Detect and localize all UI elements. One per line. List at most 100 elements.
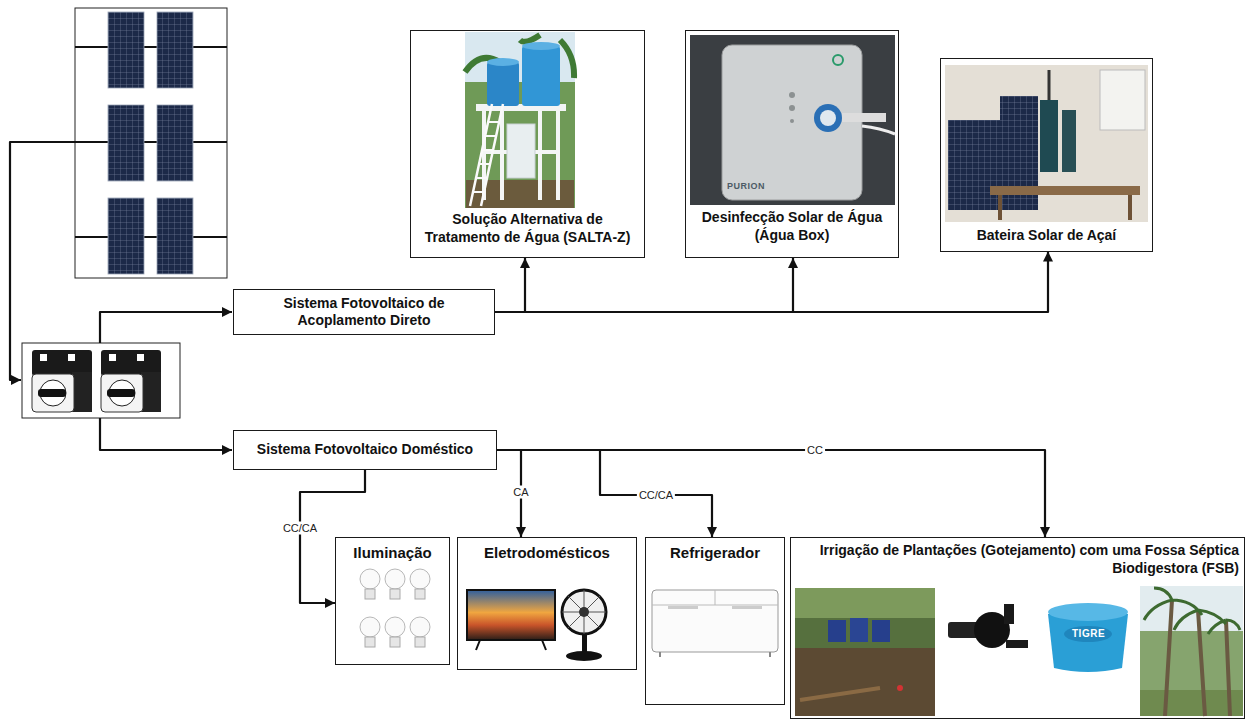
rotary-switch-box	[141, 372, 161, 412]
appliance-icons	[562, 590, 606, 634]
water-pump-icon	[948, 604, 1028, 648]
connector-arrow	[497, 450, 712, 537]
light-bulb-icons	[360, 569, 380, 589]
appliance-icons	[467, 590, 606, 661]
edge-label: CC	[805, 444, 825, 457]
water-disinfection-photo	[842, 113, 886, 122]
acai-machine-photo	[1040, 100, 1058, 172]
water-disinfection-photo	[690, 35, 895, 205]
solar-panel-array	[75, 8, 227, 278]
light-bulb-icons	[390, 589, 400, 599]
solar-panel-array	[75, 47, 227, 237]
acai-machine-photo	[945, 65, 1148, 222]
node-label: Sistema Fotovoltaico de Acoplamento Dire…	[239, 295, 489, 330]
water-tower-photo	[465, 32, 575, 208]
light-bulb-icons	[365, 589, 375, 599]
freezer-icon	[652, 590, 778, 657]
connector-arrow	[495, 258, 525, 312]
solution-box: Bateira Solar de Açaí	[940, 58, 1153, 252]
power-wire	[10, 142, 75, 380]
solar-panel-array	[108, 198, 144, 274]
water-tower-photo	[487, 62, 519, 106]
power-wire	[100, 312, 232, 343]
water-tower-photo	[484, 110, 558, 200]
connector-arrow	[495, 252, 1048, 313]
load-box: Irrigação de Plantações (Gotejamento) co…	[790, 537, 1245, 719]
water-disinfection-photo	[789, 92, 795, 98]
freezer-icon	[652, 590, 778, 652]
biodigester-photo	[795, 588, 935, 618]
biodigester-photo	[897, 685, 903, 691]
solar-panel-array	[75, 8, 227, 278]
connector-arrow	[495, 258, 793, 312]
rotary-switch-box	[40, 354, 47, 361]
water-disinfection-photo	[814, 104, 842, 132]
biodigester-photo	[850, 618, 868, 642]
appliance-icons	[562, 590, 606, 634]
water-pump-icon	[1006, 640, 1028, 648]
edge-label: CC/CA	[281, 522, 319, 535]
light-bulb-icons	[385, 569, 405, 589]
rotary-switch-box	[32, 374, 74, 412]
water-tank-icon	[1048, 614, 1128, 672]
light-bulb-icons	[360, 617, 380, 637]
node-label: Bateira Solar de Açaí	[946, 227, 1147, 245]
biodigester-photo	[800, 688, 880, 700]
solar-panel-array	[157, 198, 193, 274]
solar-panel-array	[157, 12, 193, 88]
light-bulb-icons	[365, 637, 375, 647]
rotary-switch-box	[101, 374, 143, 412]
water-disinfection-photo	[722, 45, 862, 200]
water-disinfection-photo	[862, 126, 895, 134]
light-bulb-icons	[385, 617, 405, 637]
water-disinfection-photo	[820, 110, 836, 126]
biodigester-photo	[795, 648, 935, 716]
solar-panel-array	[157, 105, 193, 181]
water-disinfection-photo	[690, 35, 895, 205]
water-tower-photo	[507, 124, 535, 178]
system-box: Sistema Fotovoltaico de Acoplamento Dire…	[233, 289, 495, 335]
water-tower-photo	[465, 32, 575, 208]
node-label: Eletrodomésticos	[463, 544, 631, 563]
water-disinfection-photo	[790, 119, 794, 123]
node-label: Iluminação	[341, 544, 444, 563]
water-tower-photo	[487, 58, 519, 66]
rotary-switch-box	[107, 389, 135, 397]
brand-mark: PURION	[727, 181, 765, 191]
light-bulb-icons	[360, 569, 430, 647]
solar-panel-array	[108, 105, 144, 181]
acai-machine-photo	[1100, 70, 1145, 130]
edge-label: CA	[511, 486, 530, 499]
palm-trees-photo	[1140, 586, 1243, 716]
rotary-switch-box	[22, 343, 180, 418]
acai-machine-photo	[945, 65, 1148, 222]
rotary-switch-box	[72, 372, 92, 412]
appliance-icons	[476, 640, 546, 650]
acai-machine-photo	[1048, 70, 1051, 102]
rotary-switch-box	[109, 354, 116, 361]
water-tank-icon	[1064, 626, 1112, 642]
freezer-icon	[652, 590, 778, 605]
freezer-icon	[668, 606, 698, 609]
system-box: Sistema Fotovoltaico Doméstico	[233, 430, 497, 470]
freezer-icon	[660, 652, 770, 657]
water-tank-icon	[1048, 603, 1128, 672]
node-label: Desinfecção Solar de Água (Água Box)	[691, 209, 893, 244]
load-box: Iluminação	[335, 537, 450, 665]
brand-mark: TIGRE	[1072, 628, 1105, 639]
load-box: Refrigerador	[645, 537, 785, 705]
acai-machine-photo	[990, 186, 1140, 195]
node-label: Irrigação de Plantações (Gotejamento) co…	[796, 542, 1239, 577]
connector-arrow	[497, 450, 1045, 537]
node-label: Refrigerador	[651, 544, 779, 563]
light-bulb-icons	[410, 569, 430, 589]
appliance-icons	[582, 634, 587, 652]
solution-box: Solução Alternativa de Tratamento de Águ…	[410, 30, 645, 258]
palm-trees-photo	[1140, 586, 1243, 716]
appliance-icons	[566, 651, 602, 661]
acai-machine-photo	[1062, 110, 1076, 172]
biodigester-photo	[795, 588, 935, 716]
